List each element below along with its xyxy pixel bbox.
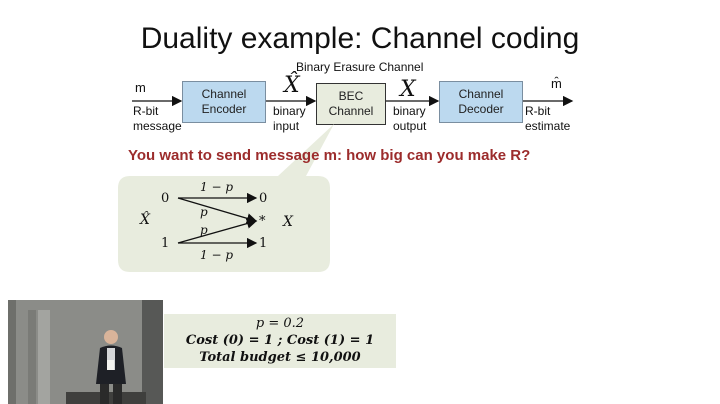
xhat-input-var: X̂: [140, 212, 150, 228]
output-erasure: *: [259, 214, 266, 229]
budget-total: Total budget ≤ 10,000: [199, 350, 361, 365]
x-output-var: X: [283, 214, 293, 230]
bec-caption: Binary Erasure Channel: [296, 60, 424, 74]
mhat-label: m̂: [551, 76, 562, 91]
x-symbol: X: [400, 77, 416, 102]
output-0: 0: [259, 191, 268, 206]
m-label: m: [135, 80, 146, 95]
label-p-lower: p: [200, 223, 208, 237]
input-0: 0: [161, 191, 170, 206]
budget-box: p = 0.2 Cost (0) = 1 ; Cost (1) = 1 Tota…: [164, 314, 396, 368]
label-bottom-prob: 1 − p: [200, 248, 233, 262]
label-top-prob: 1 − p: [200, 180, 233, 194]
label-p-upper: p: [200, 205, 208, 219]
speaker-figure-image: [8, 300, 163, 404]
budget-p-value: p = 0.2: [255, 316, 305, 331]
slide-title: Duality example: Channel coding: [140, 22, 580, 55]
xhat-symbol: X̂: [284, 73, 300, 98]
input-1: 1: [161, 236, 170, 251]
budget-costs: Cost (0) = 1 ; Cost (1) = 1: [185, 333, 375, 348]
speaker-video-thumbnail: [8, 300, 163, 404]
capacity-question: You want to send message m: how big can …: [128, 147, 531, 164]
output-1: 1: [259, 236, 268, 251]
